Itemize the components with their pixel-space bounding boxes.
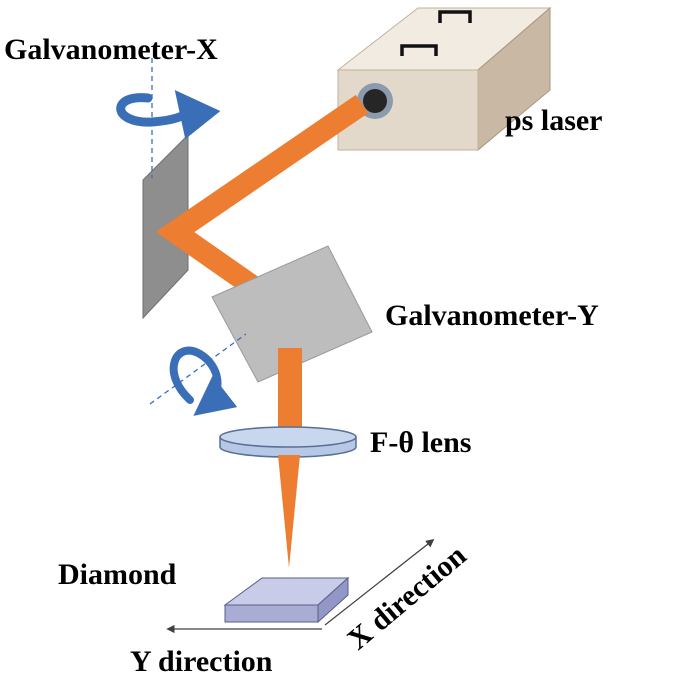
x-direction-arrow bbox=[324, 538, 435, 626]
galvo-y-rotation-icon bbox=[149, 333, 247, 416]
galvo-y-label: Galvanometer-Y bbox=[385, 299, 599, 332]
lens-top-face bbox=[219, 426, 357, 448]
galvo-y-axis-dash bbox=[149, 333, 247, 405]
y-direction-label: Y direction bbox=[130, 645, 273, 678]
laser-beam-path bbox=[155, 94, 369, 300]
focused-beam-cone bbox=[278, 455, 300, 568]
galvo-y-rotation-arrow bbox=[169, 346, 238, 416]
diamond-side-face bbox=[317, 576, 349, 624]
lens-disk-icon bbox=[219, 426, 357, 458]
galvo-x-rotation-arrow bbox=[116, 89, 221, 140]
galvo-y-mirror bbox=[211, 245, 373, 383]
galvo-x-rotation-icon bbox=[116, 58, 221, 178]
sample-slab-icon bbox=[223, 576, 350, 624]
laser-top-mark-1 bbox=[438, 10, 472, 23]
laser-aperture-core bbox=[363, 89, 387, 113]
lens-label: F-θ lens bbox=[370, 426, 471, 459]
diamond-front-face bbox=[224, 604, 319, 623]
laser-label: ps laser bbox=[505, 104, 603, 137]
laser-top-mark-2 bbox=[400, 44, 438, 56]
laser-source-box-icon bbox=[336, 6, 552, 152]
diamond-label: Diamond bbox=[58, 558, 177, 591]
x-direction-label: X direction bbox=[341, 539, 472, 657]
galvo-x-label: Galvanometer-X bbox=[4, 33, 218, 66]
